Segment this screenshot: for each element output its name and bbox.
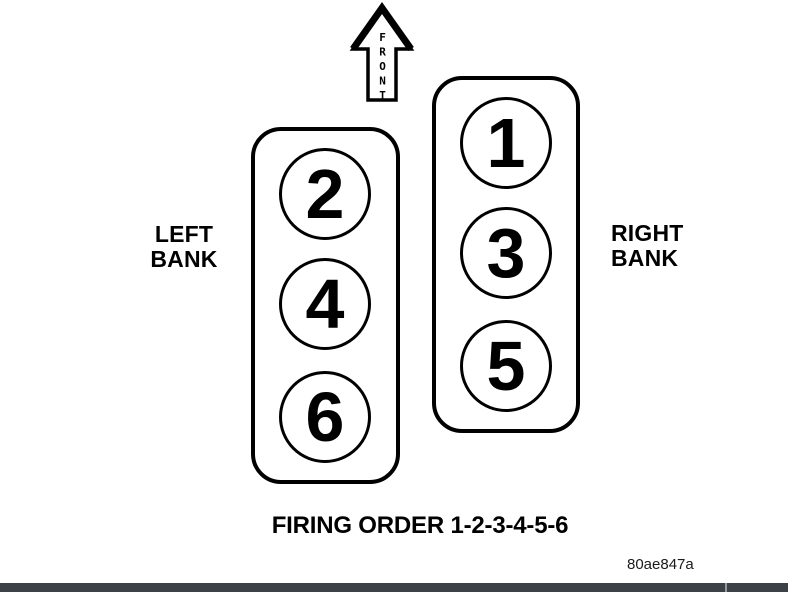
right-bank-label-line2: BANK bbox=[611, 245, 679, 271]
firing-order-caption: FIRING ORDER 1-2-3-4-5-6 bbox=[271, 512, 569, 539]
cylinder-2: 2 bbox=[279, 148, 371, 240]
front-arrow-icon bbox=[349, 1, 415, 102]
cylinder-5: 5 bbox=[460, 320, 552, 412]
right-bank-outline: 1 3 5 bbox=[432, 76, 580, 433]
left-bank-outline: 2 4 6 bbox=[251, 127, 400, 484]
bottom-scrollbar-divider bbox=[725, 583, 727, 592]
cylinder-6-number: 6 bbox=[305, 378, 345, 456]
left-bank-label-line2: BANK bbox=[150, 246, 218, 272]
cylinder-4: 4 bbox=[279, 258, 371, 350]
cylinder-1: 1 bbox=[460, 97, 552, 189]
figure-code: 80ae847a bbox=[627, 556, 694, 573]
right-bank-label-line1: RIGHT bbox=[611, 220, 684, 246]
cylinder-3-number: 3 bbox=[486, 214, 526, 292]
cylinder-6: 6 bbox=[279, 371, 371, 463]
cylinder-2-number: 2 bbox=[305, 155, 345, 233]
left-bank-label: LEFT BANK bbox=[136, 222, 232, 272]
cylinder-1-number: 1 bbox=[486, 104, 526, 182]
cylinder-5-number: 5 bbox=[486, 327, 526, 405]
bottom-scrollbar[interactable] bbox=[0, 583, 788, 592]
cylinder-3: 3 bbox=[460, 207, 552, 299]
cylinder-4-number: 4 bbox=[305, 265, 345, 343]
front-arrow-label: FRONT bbox=[376, 31, 389, 104]
right-bank-label: RIGHT BANK bbox=[611, 221, 684, 271]
left-bank-label-line1: LEFT bbox=[154, 221, 214, 247]
